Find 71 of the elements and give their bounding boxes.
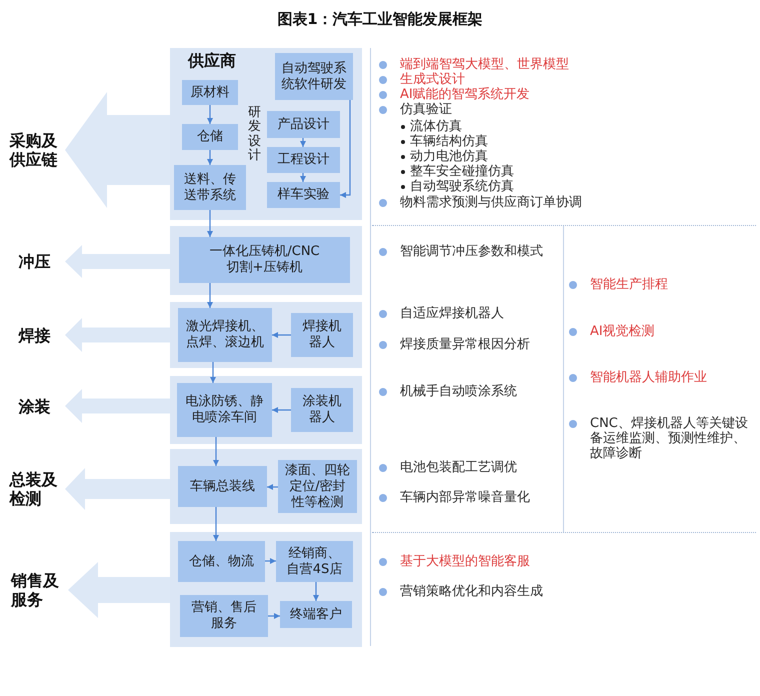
stage-panel — [170, 532, 362, 647]
list-item-text: 电池包装配工艺调优 — [400, 460, 517, 475]
list-item-text: 焊接质量异常根因分析 — [400, 337, 530, 352]
arrow — [313, 582, 319, 601]
stage-panel — [170, 226, 362, 295]
process-box: 工程设计 — [267, 147, 340, 173]
process-box: 激光焊接机、点焊、滚边机 — [178, 308, 272, 362]
list-item-text: 自动驾驶系统仿真 — [410, 179, 514, 194]
list-item-text: 物料需求预测与供应商订单协调 — [400, 195, 582, 210]
process-box: 漆面、四轮定位/密封性等检测 — [278, 460, 357, 513]
vertical-label: 研发设计 — [248, 106, 261, 164]
stage-label: 采购及供应链 — [10, 131, 58, 169]
arrow — [272, 407, 291, 413]
arrow — [300, 173, 306, 182]
arrow — [207, 150, 213, 165]
list-item-text: AI赋能的智驾系统开发 — [400, 87, 530, 102]
arrow — [268, 613, 280, 619]
process-box: 原材料 — [182, 80, 238, 105]
process-box: 样车实验 — [267, 182, 340, 208]
stage-label: 涂装 — [18, 396, 50, 416]
arrow — [213, 507, 219, 541]
list-item-text: 仿真验证 — [400, 102, 452, 117]
process-box: 车辆总装线 — [178, 466, 267, 507]
list-item-text: 自适应焊接机器人 — [400, 306, 504, 321]
list-item-text: 车辆内部异常噪音量化 — [400, 490, 530, 505]
list-item-text: 流体仿真 — [410, 119, 462, 134]
diagram-title: 图表1：汽车工业智能发展框架 — [277, 9, 483, 30]
arrow — [207, 105, 213, 124]
process-box: 涂装机器人 — [291, 388, 353, 432]
list-item-text: 动力电池仿真 — [410, 149, 488, 164]
process-box: 仓储 — [182, 124, 238, 150]
arrow — [210, 362, 216, 383]
stage-label: 销售及服务 — [11, 571, 60, 609]
list-item-text: CNC、焊接机器人等关键设备运维监测、预测性维护、故障诊断 — [590, 416, 749, 461]
list-item-text: 基于大模型的智能客服 — [400, 554, 530, 569]
arrow — [265, 558, 276, 564]
arrow — [207, 210, 213, 237]
process-box: 一体化压铸机/CNC切割+压铸机 — [179, 237, 350, 283]
stage-panel — [170, 302, 362, 368]
process-box: 电泳防锈、静电喷涂车间 — [177, 383, 272, 437]
arrow — [272, 332, 291, 338]
list-item-text: 整车安全碰撞仿真 — [410, 164, 514, 179]
process-box: 仓储、物流 — [178, 541, 265, 582]
process-box: 经销商、自营4S店 — [276, 541, 353, 582]
stage-label: 总装及检测 — [10, 470, 58, 508]
list-item-text: 智能调节冲压参数和模式 — [400, 244, 543, 259]
process-box: 焊接机器人 — [291, 313, 353, 357]
list-item-text: 机械手自动喷涂系统 — [400, 384, 517, 399]
stage-panel — [170, 48, 362, 220]
list-item-text: 智能生产排程 — [590, 277, 668, 292]
list-item-text: 生成式设计 — [400, 72, 465, 87]
stage-label: 焊接 — [18, 326, 50, 344]
list-item-text: AI视觉检测 — [590, 324, 655, 339]
process-box: 终端客户 — [280, 601, 352, 628]
arrow — [207, 283, 213, 308]
stage-label: 冲压 — [18, 252, 50, 271]
arrow — [213, 437, 219, 466]
process-box: 自动驾驶系统软件研发 — [275, 53, 353, 100]
process-box: 送料、传送带系统 — [174, 165, 246, 210]
arrow — [340, 100, 351, 198]
process-box: 产品设计 — [267, 111, 340, 138]
list-item-text: 端到端智驾大模型、世界模型 — [400, 57, 569, 72]
process-box: 营销、售后服务 — [180, 595, 268, 637]
list-item-text: 车辆结构仿真 — [410, 134, 488, 149]
list-item-text: 智能机器人辅助作业 — [590, 370, 707, 385]
arrow — [267, 484, 278, 490]
arrow — [300, 138, 306, 147]
stage-panel — [170, 449, 362, 524]
stage-panel — [170, 376, 362, 444]
panel-heading: 供应商 — [188, 51, 236, 71]
list-item-text: 营销策略优化和内容生成 — [400, 584, 543, 599]
